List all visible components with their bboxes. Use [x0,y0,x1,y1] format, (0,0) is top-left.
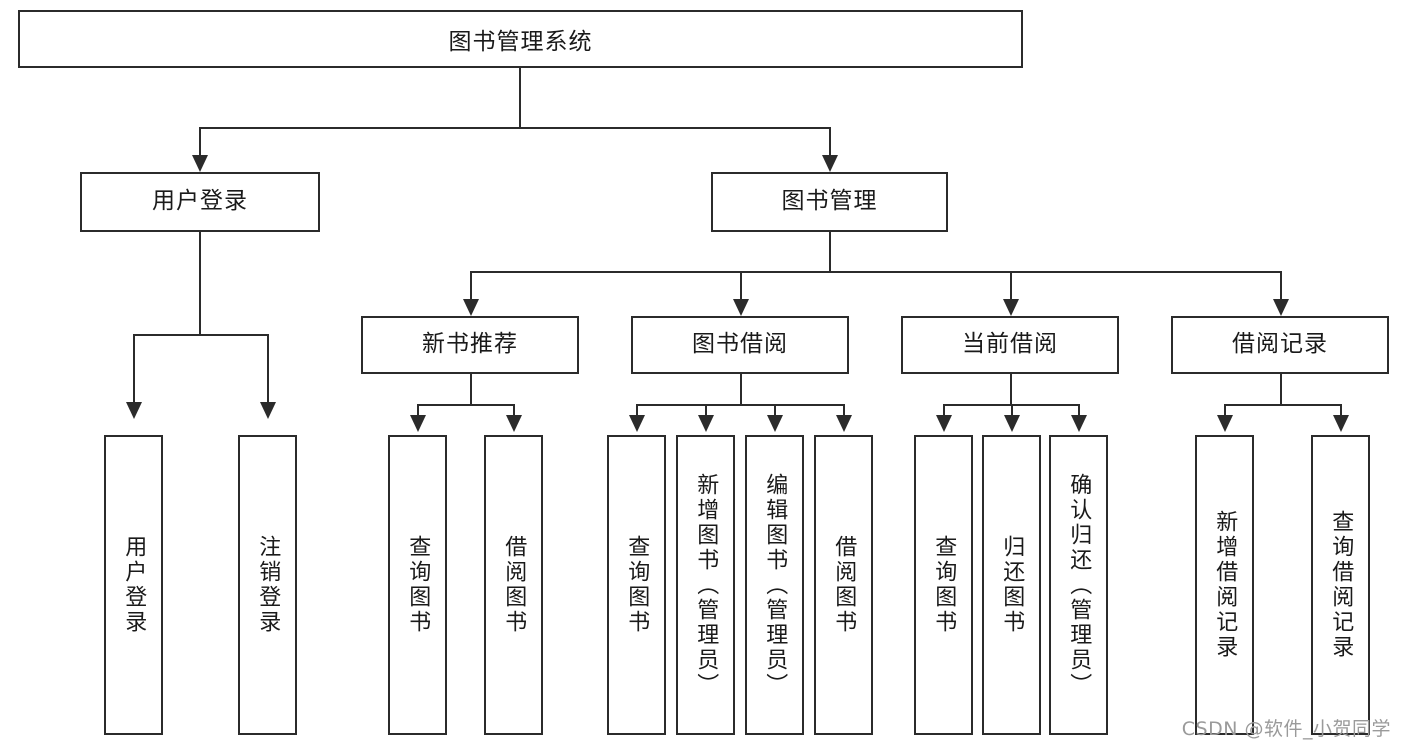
leaf-book-borrow-borrow[interactable]: 借阅图书 [814,435,873,735]
node-label: 查询图书 [624,535,650,635]
node-user-login[interactable]: 用户登录 [80,172,320,232]
edge-root-stem [519,68,521,127]
edge-root-to-user-login [199,127,201,157]
arrowhead-book-mgmt [822,155,838,172]
node-label: 图书管理 [781,188,878,215]
leaf-borrow-record-add[interactable]: 新增借阅记录 [1195,435,1254,735]
edge-borrow-record-drop-2 [1340,404,1342,420]
leaf-current-borrow-return[interactable]: 归还图书 [982,435,1041,735]
node-label: 新增图书（管理员） [693,472,719,698]
edge-new-book-bus [417,404,515,406]
node-label: 确认归还（管理员） [1066,472,1092,698]
edge-book-borrow-drop-3 [774,404,776,420]
node-label: 用户登录 [152,188,248,215]
leaf-book-borrow-edit[interactable]: 编辑图书（管理员） [745,435,804,735]
leaf-new-book-query[interactable]: 查询图书 [388,435,447,735]
edge-current-borrow-drop-2 [1011,404,1013,420]
node-current-borrow[interactable]: 当前借阅 [901,316,1119,374]
edge-user-login-bus [133,334,269,336]
node-borrow-record[interactable]: 借阅记录 [1171,316,1389,374]
edge-user-login-drop-1 [133,334,135,404]
arrowhead-current-borrow [1003,299,1019,316]
edge-root-bus [199,127,831,129]
arrowhead-leaf-book-borrow-1 [629,415,645,432]
edge-book-mgmt-stem [829,232,831,272]
leaf-current-borrow-confirm-return[interactable]: 确认归还（管理员） [1049,435,1108,735]
edge-book-borrow-drop-2 [705,404,707,420]
leaf-user-login-login[interactable]: 用户登录 [104,435,163,735]
node-book-borrow[interactable]: 图书借阅 [631,316,849,374]
node-new-book-recommend[interactable]: 新书推荐 [361,316,579,374]
arrowhead-leaf-current-borrow-2 [1004,415,1020,432]
node-label: 新增借阅记录 [1212,510,1238,660]
arrowhead-leaf-current-borrow-3 [1071,415,1087,432]
node-label: 新书推荐 [422,331,518,358]
leaf-book-borrow-add[interactable]: 新增图书（管理员） [676,435,735,735]
node-label: 查询借阅记录 [1328,510,1354,660]
arrowhead-leaf-user-login-1 [126,402,142,419]
arrowhead-leaf-book-borrow-4 [836,415,852,432]
edge-book-mgmt-drop-1 [470,271,472,301]
leaf-borrow-record-query[interactable]: 查询借阅记录 [1311,435,1370,735]
edge-book-borrow-drop-1 [636,404,638,420]
edge-book-borrow-bus [636,404,844,406]
edge-book-mgmt-drop-2 [740,271,742,301]
node-label: 图书借阅 [692,331,788,358]
node-label: 借阅图书 [831,535,857,635]
node-label: 编辑图书（管理员） [762,472,788,698]
edge-root-to-book-mgmt [829,127,831,157]
edge-current-borrow-drop-1 [943,404,945,420]
arrowhead-leaf-borrow-record-1 [1217,415,1233,432]
arrowhead-leaf-new-book-2 [506,415,522,432]
edge-new-book-drop-1 [417,404,419,420]
edge-book-mgmt-bus [470,271,1281,273]
node-label: 用户登录 [121,535,147,635]
arrowhead-leaf-new-book-1 [410,415,426,432]
arrowhead-leaf-current-borrow-1 [936,415,952,432]
edge-current-borrow-stem [1010,374,1012,405]
node-label: 借阅记录 [1232,331,1328,358]
arrowhead-leaf-book-borrow-2 [698,415,714,432]
edge-borrow-record-drop-1 [1224,404,1226,420]
node-label: 查询图书 [931,535,957,635]
leaf-current-borrow-query[interactable]: 查询图书 [914,435,973,735]
arrowhead-leaf-borrow-record-2 [1333,415,1349,432]
edge-book-borrow-stem [740,374,742,405]
leaf-user-login-logout[interactable]: 注销登录 [238,435,297,735]
arrowhead-user-login [192,155,208,172]
leaf-new-book-borrow[interactable]: 借阅图书 [484,435,543,735]
arrowhead-leaf-book-borrow-3 [767,415,783,432]
node-label: 图书管理系统 [448,29,593,55]
arrowhead-leaf-user-login-2 [260,402,276,419]
edge-book-borrow-drop-4 [843,404,845,420]
edge-book-mgmt-drop-4 [1280,271,1282,301]
edge-borrow-record-stem [1280,374,1282,405]
node-book-management[interactable]: 图书管理 [711,172,948,232]
edge-new-book-drop-2 [513,404,515,420]
node-root-system[interactable]: 图书管理系统 [18,10,1023,68]
arrowhead-new-book [463,299,479,316]
leaf-book-borrow-query[interactable]: 查询图书 [607,435,666,735]
edge-current-borrow-drop-3 [1078,404,1080,420]
node-label: 查询图书 [405,535,431,635]
watermark-text: CSDN @软件_小贺同学 [1181,718,1391,740]
node-label: 借阅图书 [501,535,527,635]
node-label: 当前借阅 [962,331,1058,358]
node-label: 归还图书 [999,535,1025,635]
arrowhead-borrow-record [1273,299,1289,316]
edge-borrow-record-bus [1224,404,1342,406]
edge-new-book-stem [470,374,472,405]
edge-user-login-drop-2 [267,334,269,404]
arrowhead-book-borrow [733,299,749,316]
node-label: 注销登录 [255,535,281,635]
edge-user-login-stem [199,232,201,335]
edge-book-mgmt-drop-3 [1010,271,1012,301]
